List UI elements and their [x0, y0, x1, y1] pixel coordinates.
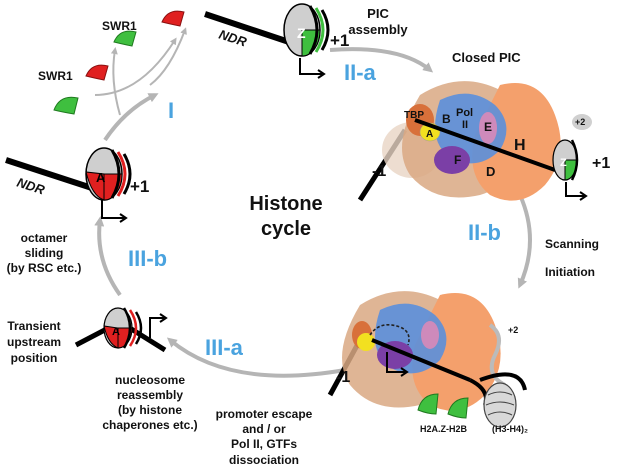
step-III-a: III-a — [205, 335, 244, 360]
h2a-dimer-top — [161, 10, 185, 27]
arrow-II-a — [329, 47, 434, 73]
pic-subunit-ii: II — [462, 119, 468, 131]
label-ndr-left: NDR — [15, 175, 47, 198]
nucleosome-letter-z-right: Z — [560, 157, 567, 169]
label-sliding-1: octamer — [21, 231, 68, 245]
label-transient-2: upstream — [7, 335, 61, 349]
label-plus1-right: +1 — [592, 155, 610, 172]
arrow-III-b — [94, 216, 122, 297]
nucleosome-letter-a-left: A — [96, 170, 106, 185]
label-sliding-3: (by RSC etc.) — [7, 261, 82, 275]
label-pic-assembly-2: assembly — [348, 22, 408, 37]
label-initiation: Initiation — [545, 265, 595, 279]
label-plus1-left: +1 — [130, 177, 149, 196]
nucleosome-transient: A — [74, 307, 168, 353]
pic-subunit-h: H — [514, 137, 526, 154]
h2a-dimer-mid — [85, 64, 109, 81]
label-minus1-top: -1 — [372, 163, 386, 180]
step-II-b: II-b — [468, 220, 501, 245]
title-line1: Histone — [249, 193, 322, 215]
pic-subunit-b: B — [442, 112, 451, 126]
pic-subunit-e: E — [484, 120, 492, 134]
pic-subunit-pol: Pol — [456, 107, 473, 119]
title-line2: cycle — [261, 218, 311, 240]
pic-subunit-a: A — [426, 129, 433, 140]
label-scanning: Scanning — [545, 237, 599, 251]
label-sliding-2: sliding — [25, 246, 64, 260]
arrow-swr1-out — [149, 27, 187, 86]
label-swr1-top: SWR1 — [102, 19, 137, 33]
label-pic-assembly-1: PIC — [367, 6, 389, 21]
arrow-swr1-up — [110, 47, 121, 116]
label-promoter-escape-4: dissociation — [229, 453, 299, 467]
step-I: I — [168, 98, 174, 123]
label-transient-1: Transient — [7, 319, 60, 333]
h2az-dimer-left — [53, 96, 79, 115]
label-h2az-h2b: H2A.Z-H2B — [420, 424, 468, 434]
cycle-arrows — [94, 27, 532, 378]
arrow-swr1-in — [94, 37, 177, 96]
label-reassembly-2: reassembly — [117, 388, 183, 402]
step-II-a: II-a — [344, 60, 377, 85]
h2az-dimer-top — [113, 30, 137, 47]
pic-subunit-tbp: TBP — [404, 110, 424, 121]
label-promoter-escape-2: and / or — [242, 422, 286, 436]
nucleosome-left: A — [5, 147, 132, 223]
arrow-III-a — [166, 337, 346, 378]
nucleosome-letter-a-bottom-left: A — [112, 326, 120, 338]
arrow-I — [103, 93, 159, 142]
initiation-complex — [327, 291, 527, 428]
label-promoter-escape-3: Pol II, GTFs — [231, 437, 297, 451]
label-transient-3: position — [11, 351, 58, 365]
label-reassembly-3: (by histone — [118, 403, 182, 417]
arrow-II-b — [517, 194, 532, 289]
nucleosome-letter-z-top: Z — [297, 25, 306, 41]
label-swr1-left: SWR1 — [38, 69, 73, 83]
label-closed-pic: Closed PIC — [452, 50, 521, 65]
h2az-dimer-bottom-1 — [417, 393, 439, 415]
step-III-b: III-b — [128, 246, 167, 271]
closed-pic-complex: TBP A B Pol II E F D H Z — [357, 81, 592, 202]
h2az-dimer-bottom-2 — [447, 397, 469, 419]
pic-subunit-f: F — [454, 153, 461, 167]
label-minus1-bottom: -1 — [336, 369, 350, 386]
label-plus2-top: +2 — [575, 117, 585, 127]
label-h3h4: (H3-H4)₂ — [492, 424, 528, 434]
label-plus1-top: +1 — [330, 31, 349, 50]
label-promoter-escape-1: promoter escape — [216, 407, 313, 421]
label-reassembly-1: nucleosome — [115, 373, 185, 387]
label-reassembly-4: chaperones etc.) — [102, 418, 197, 432]
nucleosome-top: Z — [204, 3, 330, 79]
pic-subunit-d: D — [486, 164, 495, 179]
label-plus2-bottom: +2 — [508, 325, 518, 335]
